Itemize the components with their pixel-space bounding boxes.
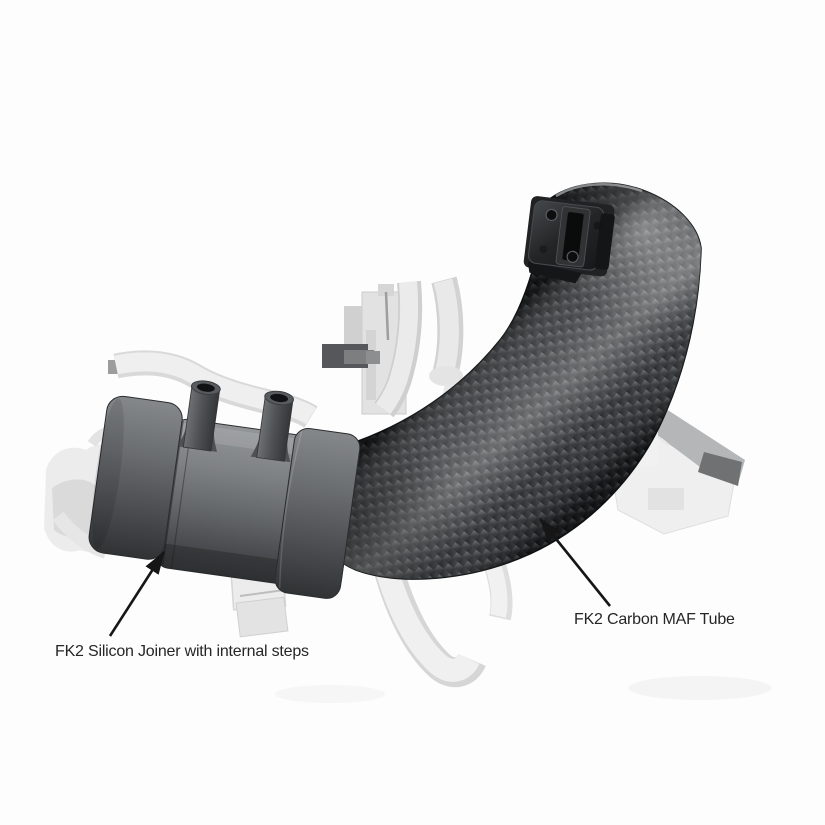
label-silicon-joiner: FK2 Silicon Joiner with internal steps (55, 643, 309, 660)
annotation-arrows (108, 517, 612, 637)
bolt-hole (566, 250, 579, 263)
tube-end-rim-highlight (555, 183, 643, 198)
silicon-joiner (88, 380, 361, 599)
joiner-right-collar (274, 427, 361, 599)
central-bracket-assembly (322, 276, 464, 418)
arrow-silicon-joiner (108, 550, 166, 637)
upper-left-hose (108, 350, 318, 428)
label-carbon-maf-tube: FK2 Carbon MAF Tube (574, 611, 735, 628)
vacuum-nipple (177, 380, 221, 452)
carbon-maf-tube (321, 182, 702, 580)
bolt-hole (545, 208, 558, 222)
floor-smudge (275, 685, 385, 703)
joiner-left-collar (88, 395, 183, 560)
arrow-carbon-maf-tube (538, 517, 612, 607)
bolt-hole (539, 245, 548, 254)
maf-sensor-mount-plate (523, 196, 615, 284)
floor-smudge (628, 676, 772, 700)
bolt-hole (593, 221, 602, 230)
vacuum-nipple (250, 390, 295, 463)
